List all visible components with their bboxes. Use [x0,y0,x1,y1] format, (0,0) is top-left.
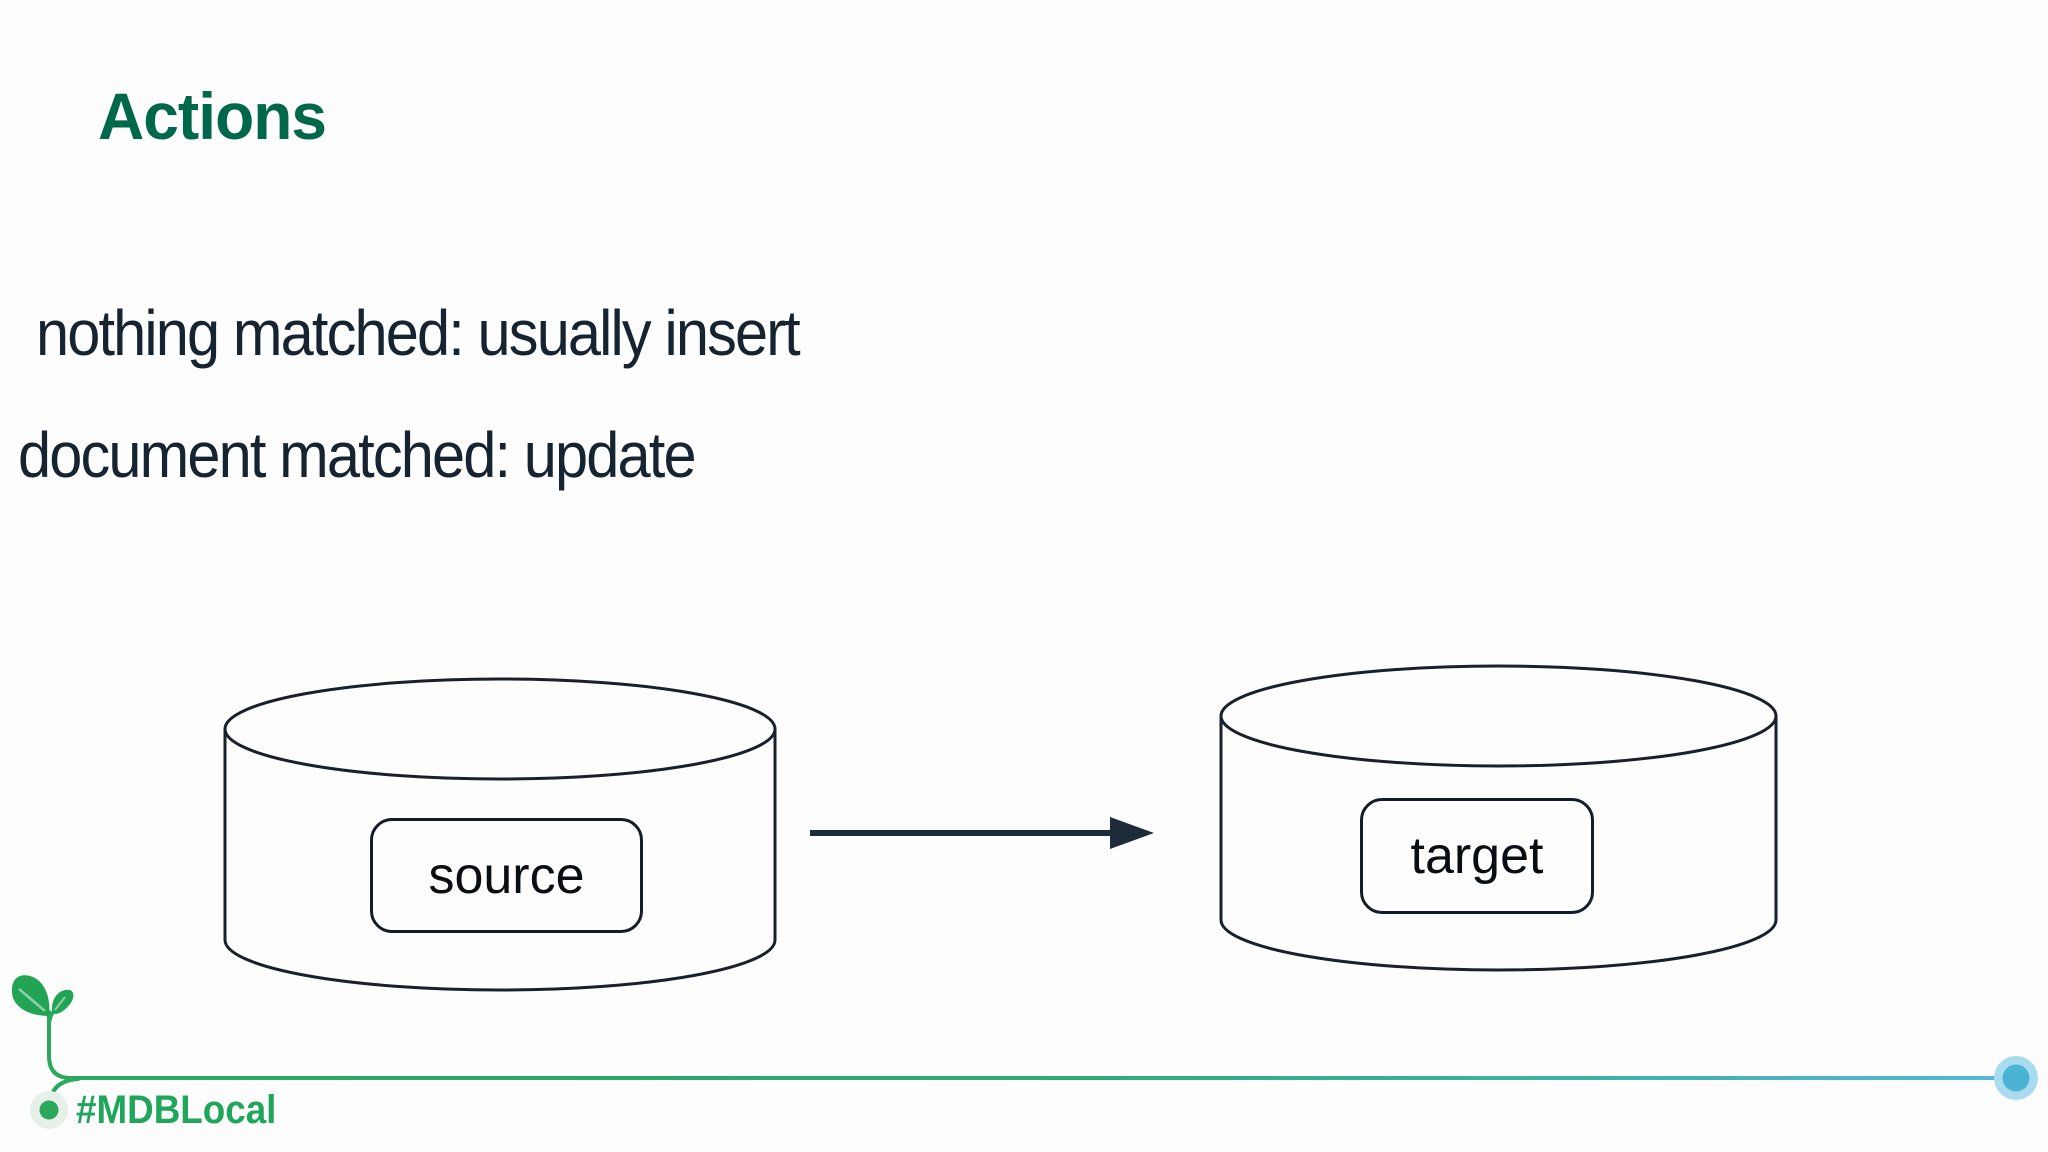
target-label: target [1410,827,1544,885]
hashtag-label: #MDBLocal [76,1088,277,1132]
bullet-document-matched: document matched: update [18,419,697,491]
footer-endpoint-dot [1994,1056,2038,1100]
flow-arrow-icon [810,817,1154,849]
target-label-box: target [1360,798,1594,914]
source-label-box: source [370,818,643,933]
sprout-icon [11,975,74,1129]
footer-rule [47,1010,2017,1106]
bullet-nothing-matched: nothing matched: usually insert [36,297,801,369]
slide-title: Actions [98,79,327,153]
sprout-dot [39,1100,59,1120]
source-label: source [428,846,585,905]
